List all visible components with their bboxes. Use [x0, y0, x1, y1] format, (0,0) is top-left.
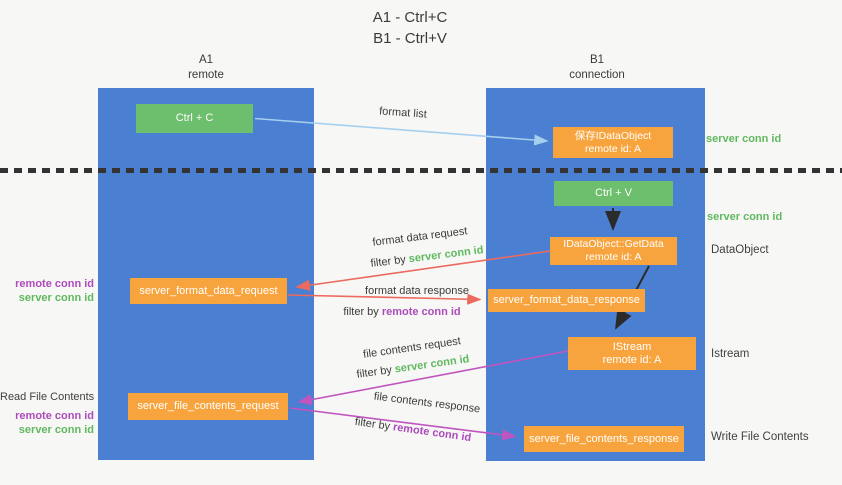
ctrl-c-box: Ctrl + C: [136, 104, 253, 133]
left-column-header: A1 remote: [146, 53, 266, 83]
server-conn-id-annotation-mid: server conn id: [707, 211, 783, 223]
save-dataobject-line1: 保存IDataObject: [574, 129, 652, 142]
right-column-header: B1 connection: [537, 53, 657, 83]
server-conn-id-text: server conn id: [18, 424, 94, 436]
ctrl-v-label: Ctrl + V: [595, 187, 632, 199]
left-column-role: remote: [188, 69, 224, 81]
server-format-data-response-label: server_format_data_response: [493, 294, 640, 306]
server-conn-id-text: server conn id: [408, 244, 485, 266]
save-dataobject-line2: remote id: A: [584, 142, 642, 155]
right-column-role: connection: [569, 69, 625, 81]
write-file-contents-annotation: Write File Contents: [711, 431, 809, 443]
left-conn-id-annotation-bottom: Read File Contents remote conn id server…: [0, 390, 94, 437]
format-list-label: format list: [378, 105, 428, 121]
remote-conn-id-text: remote conn id: [15, 410, 94, 422]
server-conn-id-annotation-top: server conn id: [706, 133, 782, 145]
left-conn-id-annotation-top: remote conn id server conn id: [8, 277, 94, 305]
getdata-line2: remote id: A: [585, 251, 642, 263]
ctrl-c-label: Ctrl + C: [175, 112, 214, 124]
format-data-request-label: format data request: [371, 225, 469, 249]
title-line-2: B1 - Ctrl+V: [373, 30, 447, 47]
ctrl-v-box: Ctrl + V: [554, 181, 673, 206]
save-dataobject-box: 保存IDataObject remote id: A: [553, 127, 673, 158]
filter-by-text: filter by: [355, 364, 393, 381]
filter-by-text: filter by: [354, 415, 391, 433]
filter-by-text: filter by: [343, 306, 379, 318]
file-contents-response-filter-label: filter byremote conn id: [350, 415, 476, 444]
server-format-data-response-box: server_format_data_response: [488, 289, 645, 312]
server-file-contents-response-label: server_file_contents_response: [529, 432, 679, 445]
diagram-title: A1 - Ctrl+C B1 - Ctrl+V: [310, 7, 510, 49]
istream-line2: remote id: A: [602, 353, 662, 366]
title-line-1: A1 - Ctrl+C: [372, 9, 448, 26]
format-data-response-label: format data response: [365, 285, 469, 297]
server-conn-id-text: server conn id: [393, 353, 471, 376]
left-column-name: A1: [198, 54, 214, 66]
right-column-name: B1: [589, 54, 605, 66]
read-file-contents-annotation: Read File Contents: [0, 391, 95, 403]
istream-annotation: Istream: [711, 348, 750, 360]
istream-box: IStream remote id: A: [568, 337, 696, 370]
getdata-line1: IDataObject::GetData: [563, 238, 664, 250]
remote-conn-id-text: remote conn id: [381, 306, 461, 318]
dataobject-annotation: DataObject: [711, 244, 769, 256]
server-file-contents-response-box: server_file_contents_response: [524, 426, 684, 452]
dotted-divider-line: [0, 168, 842, 173]
file-contents-response-label: file contents response: [373, 390, 481, 416]
istream-line1: IStream: [612, 340, 652, 353]
server-file-contents-request-box: server_file_contents_request: [128, 393, 288, 420]
server-format-data-request-box: server_format_data_request: [130, 278, 287, 304]
server-file-contents-request-label: server_file_contents_request: [137, 400, 279, 412]
server-format-data-request-label: server_format_data_request: [139, 284, 278, 297]
remote-conn-id-text: remote conn id: [392, 421, 472, 445]
getdata-box: IDataObject::GetData remote id: A: [550, 237, 677, 265]
remote-conn-id-text: remote conn id: [15, 278, 94, 290]
server-conn-id-text: server conn id: [18, 292, 94, 304]
filter-by-text: filter by: [369, 253, 407, 270]
